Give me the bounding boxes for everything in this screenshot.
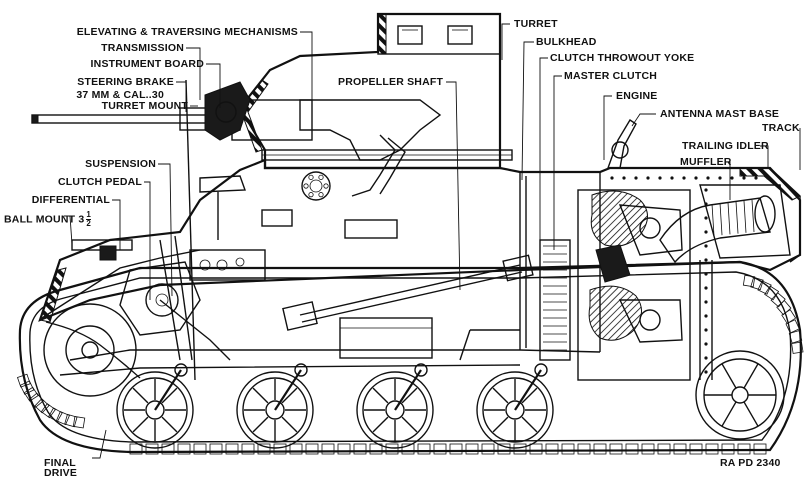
label-track: TRACK: [762, 122, 800, 134]
label-gun-line2: TURRET MOUNT: [101, 100, 188, 112]
label-bulkhead: BULKHEAD: [536, 36, 597, 48]
label-clutch-throwout-yoke: CLUTCH THROWOUT YOKE: [550, 52, 695, 64]
main-gun: [31, 81, 442, 240]
track: [16, 260, 804, 455]
label-trailing-idler: TRAILING IDLER: [682, 140, 769, 152]
label-differential: DIFFERENTIAL: [31, 194, 110, 206]
hull: [38, 158, 802, 379]
label-muffler: MUFFLER: [680, 156, 732, 168]
trailing-idler: [695, 350, 785, 440]
fraction-denominator: 2: [86, 219, 92, 228]
road-wheels: [116, 363, 554, 449]
label-clutch-pedal: CLUTCH PEDAL: [57, 176, 142, 188]
label-transmission: TRANSMISSION: [101, 42, 184, 54]
label-antenna-mast-base: ANTENNA MAST BASE: [660, 108, 780, 120]
label-final-drive-line2: DRIVE: [44, 467, 78, 479]
label-gun-line1: 37 MM & CAL..30: [76, 89, 164, 101]
label-reference-number: RA PD 2340: [720, 457, 781, 469]
road-wheel: [236, 363, 314, 449]
interior: [71, 79, 637, 381]
engine: [539, 184, 791, 381]
muffler: [659, 195, 776, 264]
label-steering-brake: STEERING BRAKE: [77, 76, 174, 88]
label-suspension: SUSPENSION: [85, 158, 156, 170]
label-engine: ENGINE: [616, 90, 658, 102]
label-instrument-board: INSTRUMENT BOARD: [90, 58, 204, 70]
label-master-clutch: MASTER CLUTCH: [564, 70, 658, 82]
label-turret: TURRET: [514, 18, 558, 30]
label-elevating-traversing: ELEVATING & TRAVERSING MECHANISMS: [76, 26, 298, 38]
label-propeller-shaft: PROPELLER SHAFT: [338, 76, 444, 88]
label-final-drive-line1: FINAL: [44, 457, 76, 469]
drive-sprocket: [43, 303, 137, 397]
fraction-numerator: 1: [86, 210, 92, 220]
road-wheel: [116, 363, 194, 449]
road-wheel: [356, 363, 434, 449]
road-wheel: [476, 363, 554, 449]
turret: [238, 12, 513, 170]
leader-lines: [64, 23, 801, 459]
ball-mount-text: BALL MOUNT 3: [4, 213, 85, 226]
